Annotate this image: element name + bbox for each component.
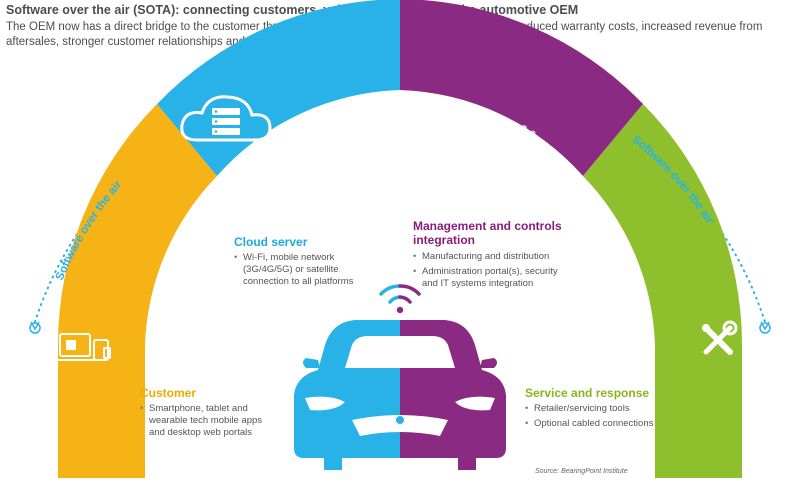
arrow-dot-right (759, 322, 771, 334)
arc-service (583, 104, 743, 478)
cloud-server-icon (180, 95, 272, 142)
wrench-screwdriver-icon (702, 320, 738, 355)
devices-icon (54, 333, 111, 361)
service-bullet: Optional cabled connections (525, 418, 660, 430)
bidirectional-arrow-icon (310, 146, 496, 182)
cloud-server-heading: Cloud server (234, 235, 308, 249)
arc-customer (57, 104, 218, 478)
factory-icon (504, 125, 548, 180)
car-icon (294, 320, 506, 470)
cloud-server-bullet: Wi-Fi, mobile network (3G/4G/5G) or sate… (234, 252, 384, 288)
management-heading: Management and controls integration (413, 219, 562, 247)
arrow-right-icon (760, 321, 770, 331)
service-heading: Service and response (525, 386, 650, 400)
wifi-cloud-icon (248, 151, 276, 172)
customer-bullet: Smartphone, tablet and wearable tech mob… (140, 403, 275, 439)
customer-heading: Customer (140, 386, 197, 400)
management-bullet: Manufacturing and distribution (413, 251, 573, 263)
car-wifi-icon (379, 284, 421, 314)
arrow-dot-left (29, 322, 41, 334)
customer-block: Customer Smartphone, tablet and wearable… (140, 387, 275, 442)
arrow-left-icon (30, 321, 40, 331)
management-block: Management and controls integration Manu… (413, 219, 573, 293)
arc-management (400, 0, 643, 176)
management-bullet: Administration portal(s), security and I… (413, 266, 573, 290)
source-note: Source: BearingPoint Institute (535, 468, 628, 475)
dotted-arc-left (34, 99, 236, 323)
service-block: Service and response Retailer/servicing … (525, 387, 660, 433)
cloud-server-block: Cloud server Wi-Fi, mobile network (3G/4… (234, 236, 384, 291)
service-bullet: Retailer/servicing tools (525, 403, 660, 415)
